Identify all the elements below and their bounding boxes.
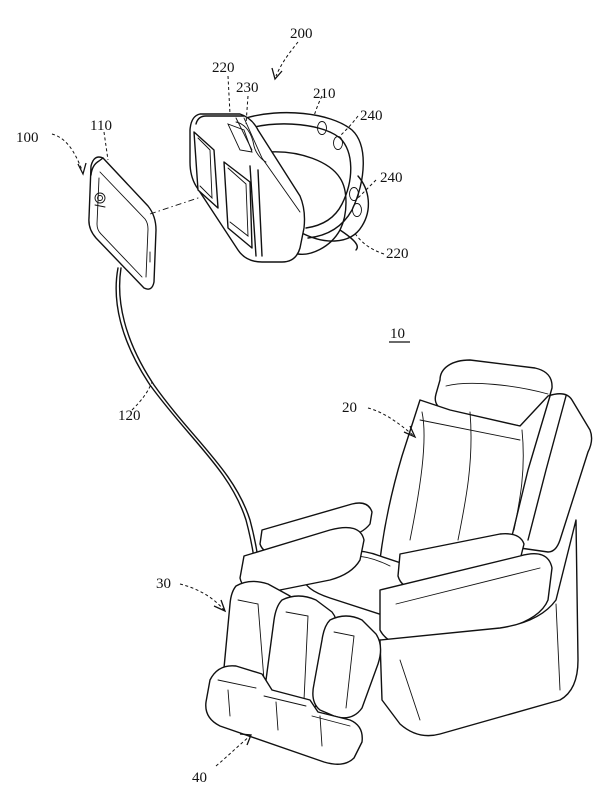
label-220-top: 220 bbox=[212, 60, 235, 76]
label-40: 40 bbox=[192, 770, 207, 786]
label-20: 20 bbox=[342, 400, 357, 416]
label-210: 210 bbox=[313, 86, 336, 102]
label-240-top: 240 bbox=[360, 108, 383, 124]
cable bbox=[115, 267, 255, 559]
label-230: 230 bbox=[236, 80, 259, 96]
label-220-bottom: 220 bbox=[386, 246, 409, 262]
label-10: 10 bbox=[390, 326, 405, 342]
label-100: 100 bbox=[16, 130, 39, 146]
projection-line bbox=[149, 196, 202, 215]
label-240-bottom: 240 bbox=[380, 170, 403, 186]
label-120: 120 bbox=[118, 408, 141, 424]
label-30: 30 bbox=[156, 576, 171, 592]
mobile-terminal bbox=[88, 156, 259, 559]
label-200: 200 bbox=[290, 26, 313, 42]
foot-rest bbox=[205, 665, 363, 765]
reference-labels: 100 110 120 200 220 230 210 240 240 220 … bbox=[16, 26, 410, 786]
massage-chair bbox=[239, 359, 593, 737]
label-110: 110 bbox=[90, 118, 112, 134]
vr-headset bbox=[189, 111, 369, 263]
leader-lines bbox=[51, 41, 417, 767]
